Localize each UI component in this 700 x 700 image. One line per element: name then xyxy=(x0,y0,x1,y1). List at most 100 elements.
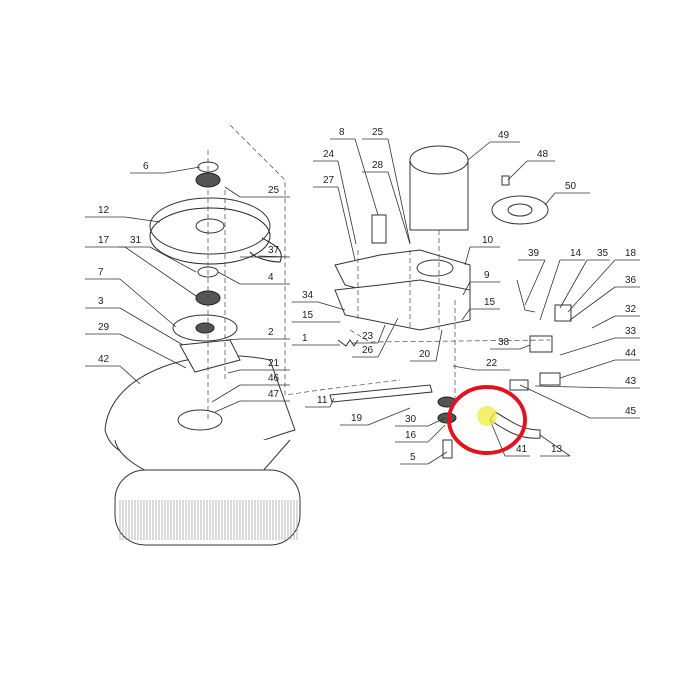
callout-3: 3 xyxy=(85,296,184,346)
leader-line xyxy=(227,369,290,374)
callout-36: 36 xyxy=(569,275,640,321)
callout-number: 11 xyxy=(317,395,328,406)
leader-line xyxy=(85,278,177,328)
leader-line xyxy=(395,417,446,427)
leader-line xyxy=(305,397,335,408)
callout-19: 19 xyxy=(340,407,411,426)
leader-line xyxy=(85,333,187,369)
callout-number: 5 xyxy=(410,452,416,463)
leader-line xyxy=(240,255,291,258)
callout-34: 34 xyxy=(292,290,346,311)
leader-line xyxy=(313,160,357,245)
plate-3 xyxy=(179,339,241,373)
motor-assembly xyxy=(334,145,549,347)
callout-16: 16 xyxy=(395,424,446,443)
callout-number: 44 xyxy=(625,348,637,359)
spring-1 xyxy=(337,339,359,347)
leader-line xyxy=(211,384,290,403)
callout-number: 28 xyxy=(372,160,384,171)
callout-number: 10 xyxy=(482,235,494,246)
leader-line xyxy=(395,424,446,443)
callout-26: 26 xyxy=(352,317,399,358)
leader-line xyxy=(225,338,290,341)
leader-line xyxy=(214,400,290,413)
callout-number: 14 xyxy=(570,248,582,259)
brush-deck xyxy=(104,355,301,546)
callout-number: 25 xyxy=(372,127,384,138)
callout-number: 29 xyxy=(98,322,110,333)
leader-line xyxy=(567,259,640,313)
pulley-assembly xyxy=(149,161,282,373)
callout-number: 25 xyxy=(268,185,280,196)
callout-14: 14 xyxy=(539,248,585,321)
callout-number: 19 xyxy=(351,413,363,424)
callout-number: 3 xyxy=(98,296,104,307)
callout-number: 2 xyxy=(268,327,274,338)
callout-number: 31 xyxy=(130,235,142,246)
leader-line xyxy=(217,271,290,285)
callout-12: 12 xyxy=(85,205,161,223)
callout-number: 24 xyxy=(323,149,335,160)
callout-number: 50 xyxy=(565,181,577,192)
callout-11: 11 xyxy=(305,395,335,408)
hose-13 xyxy=(489,411,541,439)
valve-38 xyxy=(529,335,553,353)
leader-line xyxy=(559,359,640,379)
callout-30: 30 xyxy=(395,414,446,427)
leader-line xyxy=(85,307,184,346)
callout-37: 37 xyxy=(240,245,291,258)
callout-28: 28 xyxy=(362,160,411,245)
alignment-lines xyxy=(207,124,551,420)
leader-line xyxy=(330,138,379,216)
callout-number: 39 xyxy=(528,248,540,259)
leader-line xyxy=(462,281,500,296)
leader-line xyxy=(362,138,411,244)
spacer-8 xyxy=(371,214,387,244)
leader-line xyxy=(591,315,640,329)
callout-number: 15 xyxy=(302,310,314,321)
leader-line xyxy=(559,337,640,356)
callout-32: 32 xyxy=(591,304,640,329)
callout-2: 2 xyxy=(225,327,290,341)
callout-number: 41 xyxy=(516,444,528,455)
callout-10: 10 xyxy=(464,235,500,266)
leader-line xyxy=(224,186,290,198)
callout-number: 20 xyxy=(419,349,431,360)
bearing-47 xyxy=(177,409,223,431)
callout-6: 6 xyxy=(130,161,201,174)
brush xyxy=(114,469,301,546)
callout-46: 46 xyxy=(211,373,290,403)
callout-25: 25 xyxy=(362,127,411,244)
leader-line xyxy=(559,259,610,309)
callout-number: 21 xyxy=(268,358,280,369)
callout-22: 22 xyxy=(452,358,510,371)
leader-line xyxy=(539,259,585,321)
callout-33: 33 xyxy=(559,326,640,356)
callout-20: 20 xyxy=(410,329,443,362)
callout-number: 17 xyxy=(98,235,110,246)
callout-number: 7 xyxy=(98,267,104,278)
callout-1: 1 xyxy=(292,333,340,346)
leader-line xyxy=(400,451,448,465)
plate-9 xyxy=(334,279,471,331)
callout-number: 45 xyxy=(625,406,637,417)
callout-29: 29 xyxy=(85,322,187,369)
leader-line xyxy=(467,141,520,161)
callout-48: 48 xyxy=(507,149,555,181)
callout-number: 22 xyxy=(486,358,498,369)
callout-number: 48 xyxy=(537,149,549,160)
leader-line xyxy=(544,192,590,206)
highlight-ring-part-41 xyxy=(447,385,527,455)
callout-8: 8 xyxy=(330,127,379,216)
callout-number: 12 xyxy=(98,205,110,216)
callout-number: 33 xyxy=(625,326,637,337)
leader-line xyxy=(490,344,531,350)
callout-number: 36 xyxy=(625,275,637,286)
callout-number: 23 xyxy=(362,331,374,342)
leader-line xyxy=(519,384,640,419)
callout-24: 24 xyxy=(313,149,357,245)
callout-13: 13 xyxy=(539,434,571,457)
callout-15: 15 xyxy=(461,297,500,321)
callout-number: 18 xyxy=(625,248,637,259)
